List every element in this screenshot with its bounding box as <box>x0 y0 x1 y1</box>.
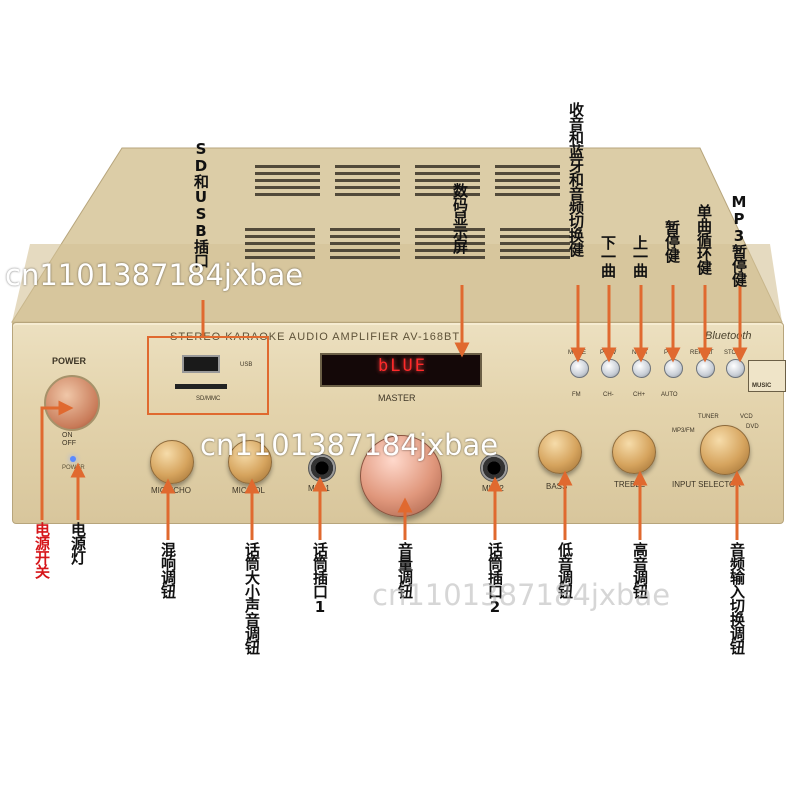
master-label: MASTER <box>378 393 416 403</box>
watermark-middle: cn1101387184jxbae <box>200 428 499 462</box>
annotation-prev: 上一曲 <box>631 235 649 277</box>
annotation-display: 数码显示屏 <box>451 183 469 253</box>
annotation-repeat: 单曲循环健 <box>695 204 713 274</box>
annotation-sd-usb: SD和USB插口 <box>192 140 210 267</box>
stop-button-label: STOP <box>724 350 741 356</box>
annotation-echo: 混响调钮 <box>159 542 177 598</box>
power-onoff-label: ON OFF <box>62 432 76 448</box>
power-led <box>70 456 76 462</box>
watermark-top: cn1101387184jxbae <box>5 258 304 292</box>
watermark-bottom: cn1101387184jxbae <box>372 578 671 612</box>
mic-echo-knob[interactable] <box>150 440 194 484</box>
power-on-label: ON <box>62 432 73 439</box>
annotation-next: 下一曲 <box>599 235 617 277</box>
annotation-volume: 音量调钮 <box>396 542 414 598</box>
usb-label: USB <box>240 362 253 368</box>
annotation-power-switch: 电源开关 <box>33 522 51 578</box>
sd-slot[interactable] <box>175 384 227 389</box>
power-off-label: OFF <box>62 440 76 447</box>
bass-label: BASS <box>546 482 568 491</box>
mp3-badge <box>748 360 786 392</box>
annotation-mic-vol: 话筒大小声音调钮 <box>243 542 261 654</box>
sd-label: SD/MMC <box>196 396 221 402</box>
input-option-tuner: TUNER <box>698 414 719 420</box>
usb-sd-highlight <box>147 336 269 415</box>
input-option-mp3fm: MP3/FM <box>672 428 695 434</box>
mode-sub-label: FM <box>572 392 581 398</box>
annotation-treble: 高音调钮 <box>631 542 649 598</box>
annotation-pause: 暂停健 <box>663 220 681 262</box>
annotation-input-selector: 音频输入切换调钮 <box>728 542 746 654</box>
annotation-mic2: 话筒插口2 <box>486 542 504 615</box>
play-sub-label: AUTO <box>661 392 678 398</box>
next-sub-label: CH+ <box>633 392 646 398</box>
arrow-power-switch <box>40 400 74 520</box>
mp3-badge-label: MUSIC <box>752 383 772 389</box>
input-selector-label: INPUT SELECTOR <box>672 480 742 489</box>
usb-port[interactable] <box>182 355 220 373</box>
annotation-mode: 收音和蓝牙和音频切换健 <box>567 102 585 256</box>
led-display <box>320 353 482 387</box>
treble-knob[interactable] <box>612 430 656 474</box>
input-option-dvd: DVD <box>746 424 759 430</box>
model-label: STEREO KARAOKE AUDIO AMPLIFIER AV-168BT <box>170 331 461 343</box>
input-selector-knob[interactable] <box>700 425 750 475</box>
annotation-mic1: 话筒插口1 <box>311 542 329 615</box>
bass-knob[interactable] <box>538 430 582 474</box>
power-label: POWER <box>52 356 87 366</box>
annotation-bass: 低音调钮 <box>556 542 574 598</box>
treble-label: TREBLE <box>614 480 646 489</box>
display-readout: bLUE <box>378 356 427 376</box>
annotation-mp3-pause: MP3暂停健 <box>730 193 748 286</box>
annotation-power-led: 电源灯 <box>69 522 87 564</box>
mic-vol-knob[interactable] <box>228 440 272 484</box>
prev-sub-label: CH- <box>603 392 614 398</box>
input-option-vcd: VCD <box>740 414 753 420</box>
